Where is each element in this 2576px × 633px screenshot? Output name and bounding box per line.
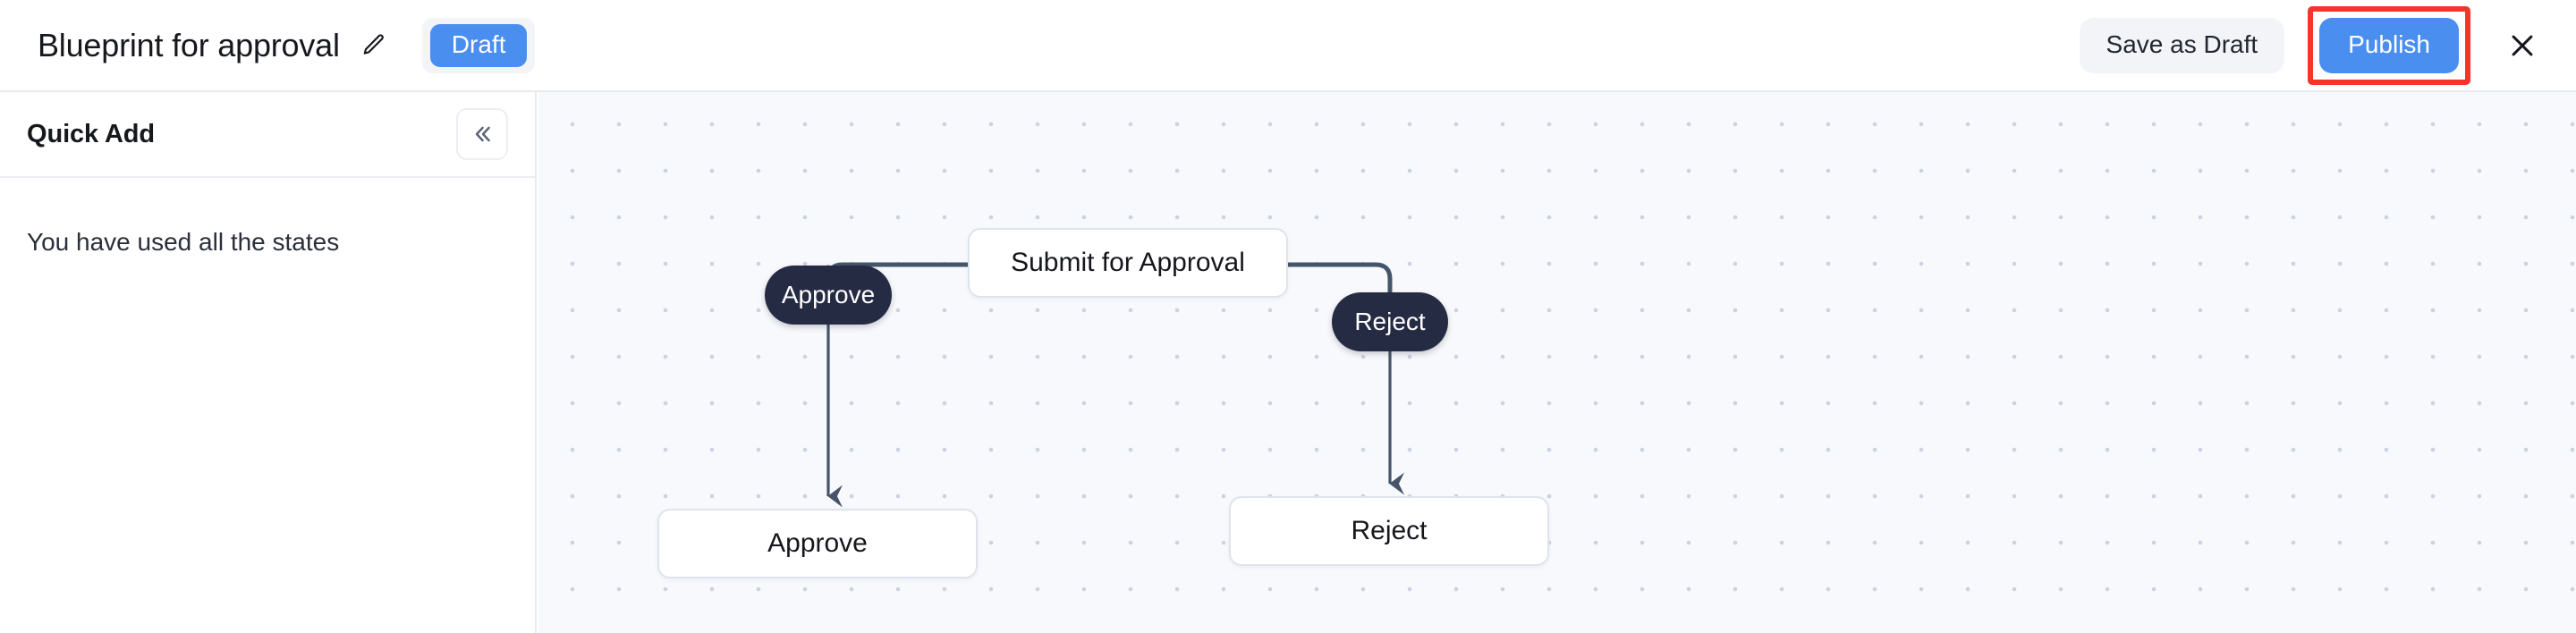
transition-node-approve[interactable]: Approve <box>765 266 892 325</box>
status-badge[interactable]: Draft <box>429 23 528 67</box>
header-actions-group: Save as Draft Publish <box>2079 5 2544 85</box>
save-as-draft-button[interactable]: Save as Draft <box>2079 17 2285 73</box>
state-node-approve[interactable]: Approve <box>657 509 978 578</box>
blueprint-canvas[interactable]: Submit for Approval Approve Reject Appro… <box>538 92 2576 633</box>
pencil-icon[interactable] <box>356 28 392 63</box>
publish-button[interactable]: Publish <box>2319 17 2459 73</box>
chevron-double-left-icon[interactable] <box>456 108 508 160</box>
page-title: Blueprint for approval <box>38 26 340 63</box>
empty-states-message: You have used all the states <box>27 228 340 256</box>
sidebar-header: Quick Add <box>0 92 535 178</box>
state-node-reject[interactable]: Reject <box>1229 496 1549 566</box>
header-left-group: Blueprint for approval Draft <box>38 17 536 73</box>
transition-node-reject[interactable]: Reject <box>1332 292 1448 351</box>
sidebar-content: You have used all the states <box>0 178 535 257</box>
status-badge-container: Draft <box>421 17 536 73</box>
close-icon[interactable] <box>2501 24 2544 67</box>
state-node-submit-for-approval[interactable]: Submit for Approval <box>968 228 1288 298</box>
top-header-bar: Blueprint for approval Draft Save as Dra… <box>0 0 2576 92</box>
publish-button-annotation: Publish <box>2308 5 2470 85</box>
quick-add-sidebar: Quick Add You have used all the states <box>0 92 537 633</box>
sidebar-title: Quick Add <box>27 119 156 148</box>
